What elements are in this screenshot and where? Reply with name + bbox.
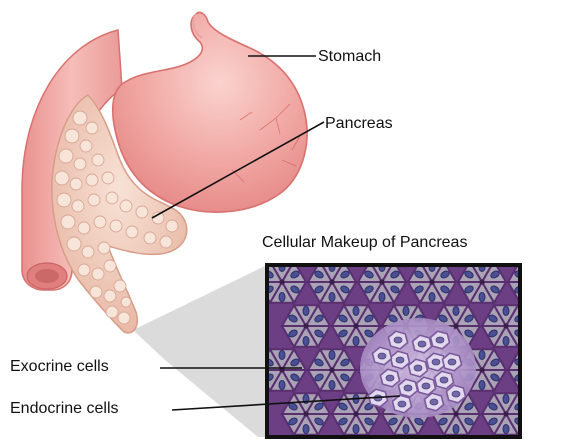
exocrine-nucleus: [403, 307, 409, 316]
exocrine-nucleus: [379, 293, 385, 302]
exocrine-cell: [520, 372, 544, 391]
exocrine-nucleus: [479, 351, 485, 360]
exocrine-nucleus: [353, 337, 359, 346]
exocrine-nucleus: [529, 351, 535, 360]
exocrine-cell: [533, 349, 556, 370]
exocrine-cell: [520, 261, 544, 280]
exocrine-nucleus: [303, 307, 309, 316]
exocrine-nucleus: [353, 425, 359, 434]
endocrine-cells-label: Endocrine cells: [10, 400, 119, 418]
acinus-lumen: [330, 368, 335, 373]
exocrine-cell: [520, 349, 544, 368]
acinus-lumen: [280, 280, 285, 285]
endocrine-nucleus: [398, 401, 406, 407]
exocrine-nucleus: [540, 358, 551, 368]
endocrine-nucleus: [436, 337, 444, 343]
exocrine-nucleus: [529, 381, 535, 390]
exocrine-nucleus: [529, 293, 535, 302]
exocrine-nucleus: [453, 307, 459, 316]
exocrine-nucleus: [279, 381, 285, 390]
acinus-lumen: [480, 368, 485, 373]
exocrine-nucleus: [303, 337, 309, 346]
stomach-label: Stomach: [318, 48, 381, 66]
exocrine-nucleus: [329, 351, 335, 360]
exocrine-nucleus: [503, 425, 509, 434]
endocrine-nucleus: [404, 385, 412, 391]
endocrine-nucleus: [430, 399, 438, 405]
exocrine-cell: [533, 370, 556, 391]
acinus-lumen: [530, 280, 535, 285]
exocrine-nucleus: [529, 263, 535, 272]
exocrine-nucleus: [503, 395, 509, 404]
acinus-lumen: [430, 280, 435, 285]
acinus-lumen: [480, 280, 485, 285]
acinus-lumen: [354, 324, 359, 329]
exocrine-nucleus: [329, 381, 335, 390]
exocrine-nucleus: [429, 293, 435, 302]
magnification-connector: [133, 265, 267, 437]
inset-title: Cellular Makeup of Pancreas: [262, 234, 467, 252]
endocrine-nucleus: [394, 337, 402, 343]
endocrine-nucleus: [396, 357, 404, 363]
exocrine-nucleus: [540, 270, 551, 280]
pancreas-label: Pancreas: [325, 115, 393, 133]
exocrine-nucleus: [503, 337, 509, 346]
exocrine-nucleus: [353, 307, 359, 316]
exocrine-cell: [533, 261, 556, 282]
acinus-lumen: [354, 412, 359, 417]
endocrine-nucleus: [386, 375, 394, 381]
acinus-lumen: [504, 412, 509, 417]
exocrine-cell: [533, 282, 556, 303]
exocrine-nucleus: [503, 307, 509, 316]
exocrine-nucleus: [540, 285, 551, 295]
exocrine-nucleus: [329, 293, 335, 302]
endocrine-nucleus: [378, 353, 386, 359]
acinus-lumen: [454, 324, 459, 329]
acinus-lumen: [304, 412, 309, 417]
exocrine-nucleus: [453, 425, 459, 434]
exocrine-nucleus: [279, 351, 285, 360]
acinus-lumen: [454, 412, 459, 417]
endocrine-nucleus: [452, 391, 460, 397]
exocrine-nucleus: [540, 373, 551, 383]
exocrine-nucleus: [279, 293, 285, 302]
acinus-lumen: [530, 368, 535, 373]
exocrine-nucleus: [479, 293, 485, 302]
exocrine-cell: [520, 284, 544, 303]
exocrine-nucleus: [403, 425, 409, 434]
acinus-lumen: [380, 280, 385, 285]
cellular-makeup-inset: [258, 261, 556, 437]
endocrine-nucleus: [414, 365, 422, 371]
endocrine-nucleus: [432, 359, 440, 365]
exocrine-cells-label: Exocrine cells: [10, 358, 109, 376]
endocrine-nucleus: [418, 341, 426, 347]
stomach: [113, 12, 307, 212]
exocrine-nucleus: [303, 425, 309, 434]
exocrine-nucleus: [479, 381, 485, 390]
endocrine-nucleus: [422, 383, 430, 389]
endocrine-nucleus: [440, 377, 448, 383]
acinus-lumen: [504, 324, 509, 329]
acinus-lumen: [330, 280, 335, 285]
acinus-lumen: [304, 324, 309, 329]
endocrine-nucleus: [448, 359, 456, 365]
